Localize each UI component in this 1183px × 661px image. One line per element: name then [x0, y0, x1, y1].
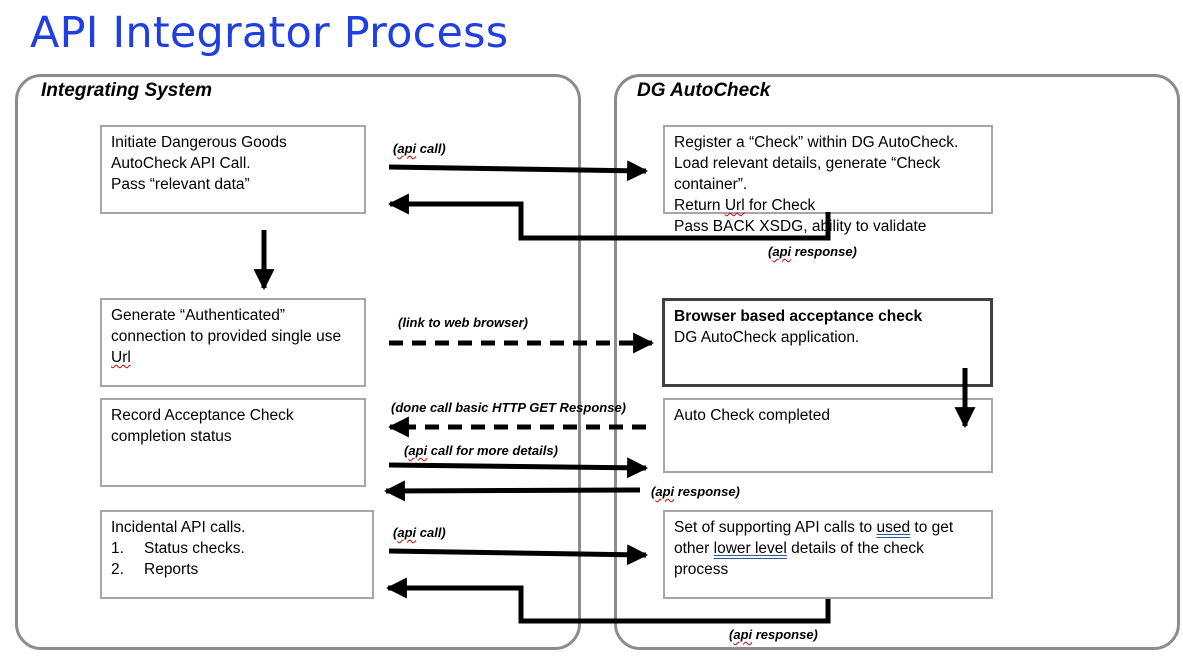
box-text: Return Url for Check	[674, 195, 982, 216]
arrow-api-call-2	[388, 544, 649, 566]
text-part: to get	[910, 519, 954, 536]
label-done-call: (done call basic HTTP GET Response)	[391, 400, 627, 415]
list-text: Reports	[144, 561, 199, 578]
arrow-api-call-more	[388, 457, 649, 479]
label-link-browser: (link to web browser)	[398, 315, 529, 330]
box-text: Incidental API calls.	[111, 519, 246, 536]
text-part: for Check	[744, 197, 816, 214]
list-text: Status checks.	[144, 540, 245, 557]
label-part: api	[772, 244, 792, 259]
label-part: (	[651, 484, 656, 499]
box-text: Register a “Check” within DG AutoCheck.	[674, 134, 959, 151]
text-part: Set of supporting API calls to	[674, 519, 877, 536]
text-part: details of the check	[786, 540, 924, 557]
text-part: other	[674, 540, 714, 557]
box-auto-check-completed: Auto Check completed	[663, 398, 993, 473]
label-part: response)	[791, 244, 857, 259]
label-api-call-1: (api call)	[393, 141, 446, 156]
box-text: container”.	[674, 176, 748, 193]
box-text: Pass “relevant data”	[111, 176, 250, 193]
box-text: Load relevant details, generate “Check	[674, 155, 941, 172]
box-browser-check: Browser based acceptance check DG AutoCh…	[662, 298, 993, 387]
box-heading: Browser based acceptance check	[674, 308, 923, 325]
box-record-status: Record Acceptance Check completion statu…	[100, 398, 366, 487]
grammar-lower-level: lower level	[713, 540, 787, 557]
text-part: Return	[674, 197, 725, 214]
label-api-response-1: (api response)	[768, 244, 857, 259]
list-item: 2. Reports	[111, 559, 363, 580]
incidental-list: 1. Status checks. 2. Reports	[111, 538, 363, 580]
box-text: Url	[111, 347, 355, 368]
box-generate-connection: Generate “Authenticated” connection to p…	[100, 298, 366, 387]
grammar-used: used	[876, 519, 911, 536]
label-api-response-3: (api response)	[729, 627, 818, 642]
swimlane-integrating-system	[15, 74, 581, 650]
label-part: api	[408, 443, 428, 458]
box-text: AutoCheck API Call.	[111, 155, 251, 172]
label-part: api	[655, 484, 675, 499]
label-part: (	[393, 525, 398, 540]
box-incidental-calls: Incidental API calls. 1. Status checks. 2…	[100, 510, 374, 599]
label-part: api	[733, 627, 753, 642]
box-text: DG AutoCheck application.	[674, 329, 860, 346]
box-text: Pass BACK XSDG, ability to validate	[674, 218, 927, 235]
box-supporting-calls: Set of supporting API calls to used to g…	[663, 510, 993, 599]
box-text: Auto Check completed	[674, 407, 830, 424]
page-title: API Integrator Process	[30, 8, 509, 58]
label-part: call for more details)	[427, 443, 558, 458]
box-text: Set of supporting API calls to used to g…	[674, 517, 982, 538]
box-text: Initiate Dangerous Goods	[111, 134, 287, 151]
swimlane-dg-autocheck	[614, 74, 1180, 650]
label-part: call)	[416, 141, 446, 156]
label-part: call)	[416, 525, 446, 540]
label-part: (	[393, 141, 398, 156]
arrow-api-response-1	[387, 193, 831, 241]
spell-url: Url	[724, 197, 745, 214]
spell-url: Url	[111, 349, 131, 366]
lane-title-integrating-system: Integrating System	[41, 80, 213, 101]
box-text: other lower level details of the check	[674, 538, 982, 559]
box-text: connection to provided single use	[111, 328, 342, 345]
lane-title-dg-autocheck: DG AutoCheck	[637, 80, 771, 101]
label-api-response-2: (api response)	[651, 484, 740, 499]
box-text: process	[674, 561, 729, 578]
label-api-call-2: (api call)	[393, 525, 446, 540]
box-initiate-call: Initiate Dangerous Goods AutoCheck API C…	[100, 125, 366, 214]
label-part: response)	[674, 484, 740, 499]
label-part: api	[397, 525, 417, 540]
label-part: response)	[752, 627, 818, 642]
label-part: api	[397, 141, 417, 156]
label-part: (	[404, 443, 409, 458]
label-part: (	[729, 627, 734, 642]
arrow-api-response-3	[385, 577, 831, 624]
box-register-check: Register a “Check” within DG AutoCheck. …	[663, 125, 993, 235]
box-text: completion status	[111, 428, 232, 445]
box-text: Record Acceptance Check	[111, 407, 294, 424]
box-text: Generate “Authenticated”	[111, 307, 286, 324]
arrow-api-response-2	[383, 480, 641, 502]
list-item: 1. Status checks.	[111, 538, 363, 559]
label-api-call-more: (api call for more details)	[404, 443, 558, 458]
list-num: 1.	[111, 540, 124, 557]
label-part: (	[768, 244, 773, 259]
list-num: 2.	[111, 561, 124, 578]
arrow-api-call-1	[388, 160, 649, 182]
